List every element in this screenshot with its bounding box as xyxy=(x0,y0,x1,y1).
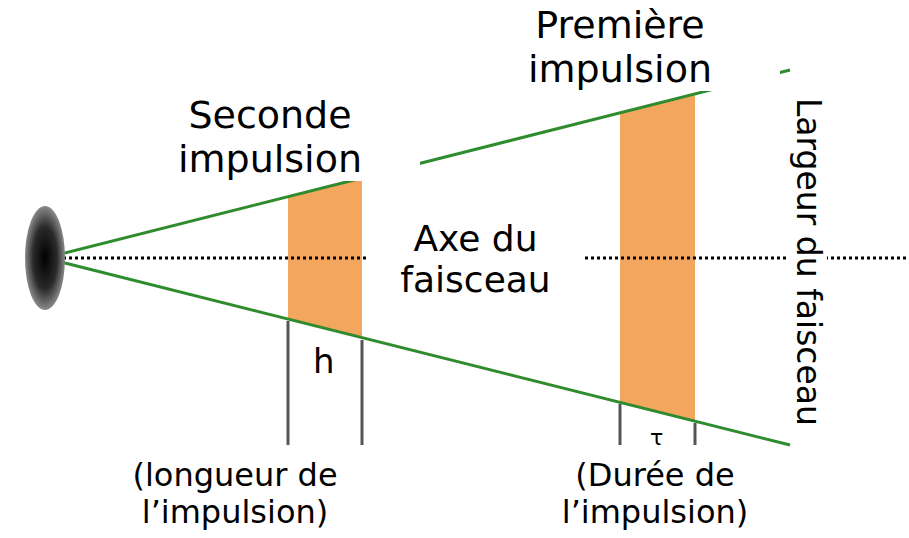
dimension-caption: (Durée de l’impulsion) xyxy=(505,457,805,531)
pulse-label: Première impulsion xyxy=(460,4,780,91)
dimension-caption: (longueur de l’impulsion) xyxy=(85,457,385,531)
beam-source xyxy=(25,206,65,310)
dimension-symbol: τ xyxy=(650,425,663,450)
dimension-symbol: h xyxy=(313,342,335,381)
dimension-line xyxy=(619,404,622,445)
beam-width-label: Largeur du faisceau xyxy=(789,98,827,426)
axis-label: Axe du faisceau xyxy=(368,218,583,301)
dimension-line xyxy=(361,340,364,445)
pulse-label: Seconde impulsion xyxy=(120,94,420,181)
dimension-line xyxy=(287,321,290,445)
dimension-line xyxy=(694,423,697,445)
